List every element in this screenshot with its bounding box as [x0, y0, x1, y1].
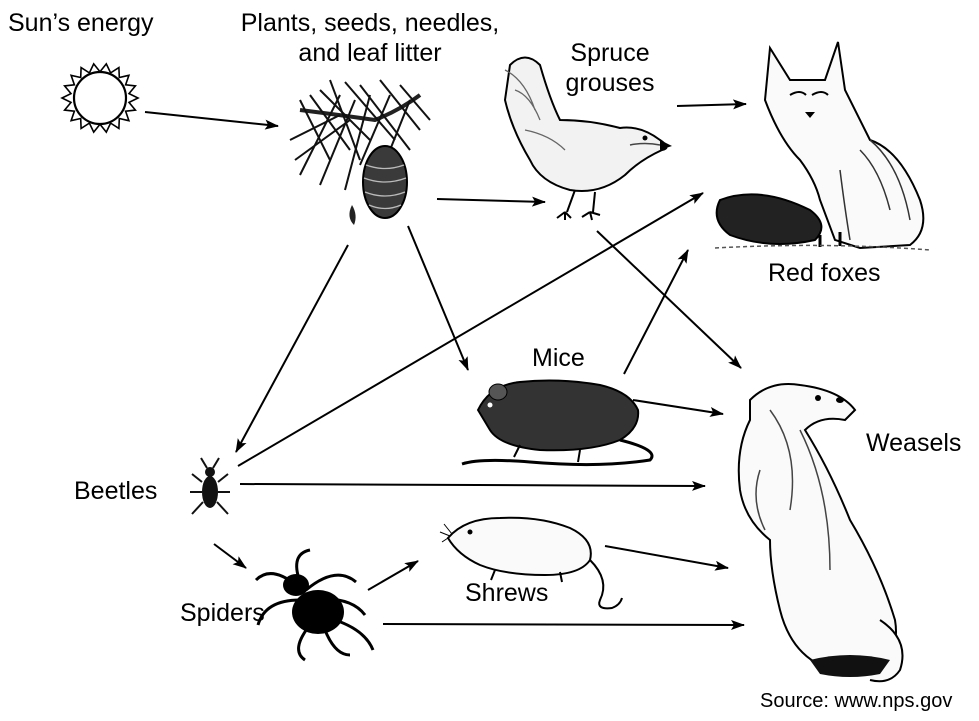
- label-sun: Sun’s energy: [8, 8, 153, 38]
- label-weasels: Weasels: [866, 428, 961, 458]
- source-credit: Source: www.nps.gov: [760, 690, 952, 713]
- mouse-icon: [462, 381, 652, 465]
- arrow-beetles-to-spiders: [214, 544, 246, 568]
- arrow-sun-to-plants: [145, 112, 278, 126]
- arrow-plants-to-grouses: [437, 199, 545, 202]
- label-beetles: Beetles: [74, 476, 157, 506]
- arrow-shrews-to-weasels: [605, 546, 728, 568]
- label-spruce-grouses: Spruce grouses: [545, 38, 675, 98]
- label-plants-line1: Plants, seeds, needles,: [210, 8, 530, 38]
- label-mice: Mice: [532, 343, 585, 373]
- label-plants: Plants, seeds, needles, and leaf litter: [210, 8, 530, 68]
- arrow-plants-to-beetles: [236, 245, 348, 452]
- label-spiders: Spiders: [180, 598, 265, 628]
- arrow-spiders-to-weasels: [383, 624, 744, 625]
- beetle-icon: [190, 458, 230, 514]
- label-red-foxes: Red foxes: [768, 258, 881, 288]
- label-plants-line2: and leaf litter: [210, 38, 530, 68]
- spider-icon: [256, 550, 373, 660]
- label-grouse-line1: Spruce: [545, 38, 675, 68]
- red-fox-icon: [715, 42, 930, 250]
- arrow-grouses-to-foxes: [677, 104, 746, 106]
- arrow-mice-to-weasels: [633, 400, 723, 414]
- arrow-spiders-to-shrews: [368, 561, 418, 590]
- sun-icon: [62, 64, 138, 132]
- arrow-beetles-to-weasels: [240, 484, 705, 486]
- pine-branch-icon: [290, 80, 430, 225]
- label-shrews: Shrews: [465, 578, 548, 608]
- arrow-grouses-to-weasels: [597, 231, 741, 368]
- arrow-mice-to-foxes: [624, 250, 688, 374]
- label-grouse-line2: grouses: [545, 68, 675, 98]
